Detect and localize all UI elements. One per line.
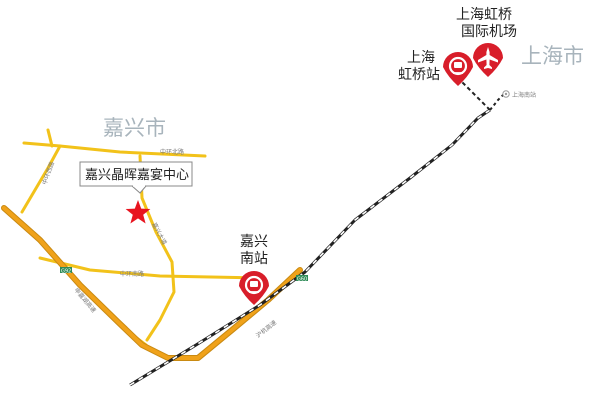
- road-label-center: 嘉兴大道: [150, 221, 168, 246]
- west-ring-road: [20, 144, 62, 214]
- jiaxing-south-station: 嘉兴 南站: [239, 234, 269, 305]
- railway-ties: [129, 109, 491, 386]
- shield-g92: G92: [61, 269, 71, 275]
- venue-name: 嘉兴晶晖嘉宴中心: [85, 167, 189, 183]
- road-label-north: 中环北路: [160, 148, 184, 156]
- railway: [129, 81, 506, 387]
- shield-g92-bg: [60, 267, 72, 273]
- road-label-south: 中环南路: [120, 270, 144, 278]
- train-station-icon: [443, 52, 473, 86]
- city-label-jiaxing: 嘉兴市: [103, 116, 166, 140]
- jiaxing-south-label-line1: 嘉兴: [240, 234, 268, 250]
- hongqiao-airport-label-line2: 国际机场: [461, 24, 517, 40]
- road-label-expressway-2: 沪杭高速: [254, 318, 278, 339]
- jiaxing-south-label-line2: 南站: [240, 251, 268, 267]
- hongqiao-station: 上海 虹桥站: [398, 50, 473, 86]
- railway-spur-airport: [461, 81, 491, 111]
- north-arm-road: [46, 128, 54, 148]
- expressways: [1, 205, 303, 361]
- city-label-shanghai: 上海市: [521, 44, 584, 68]
- airport-icon: [473, 43, 503, 77]
- star-icon: [125, 200, 151, 224]
- hongqiao-airport-label-line1: 上海虹桥: [456, 7, 512, 23]
- hongqiao-airport: 上海虹桥 国际机场: [456, 7, 517, 77]
- venue-callout: 嘉兴晶晖嘉宴中心: [79, 161, 193, 194]
- expressway-line: [2, 206, 302, 360]
- center-avenue: [138, 154, 176, 342]
- road-label-west: 中环西路: [40, 160, 56, 185]
- shanghai-south-station: 上海南站: [502, 90, 536, 99]
- train-station-icon: [239, 271, 269, 305]
- north-ring-road: [22, 141, 207, 158]
- shanghai-south-label: 上海南站: [512, 91, 536, 99]
- hongqiao-station-label-line2: 虹桥站: [398, 67, 440, 83]
- shield-g60: G60: [297, 277, 307, 283]
- hongqiao-station-label-line1: 上海: [407, 50, 435, 66]
- shield-g60-bg: [296, 275, 308, 281]
- road-shields: G92 G60: [60, 267, 308, 283]
- venue-callout-pointer: [131, 185, 147, 194]
